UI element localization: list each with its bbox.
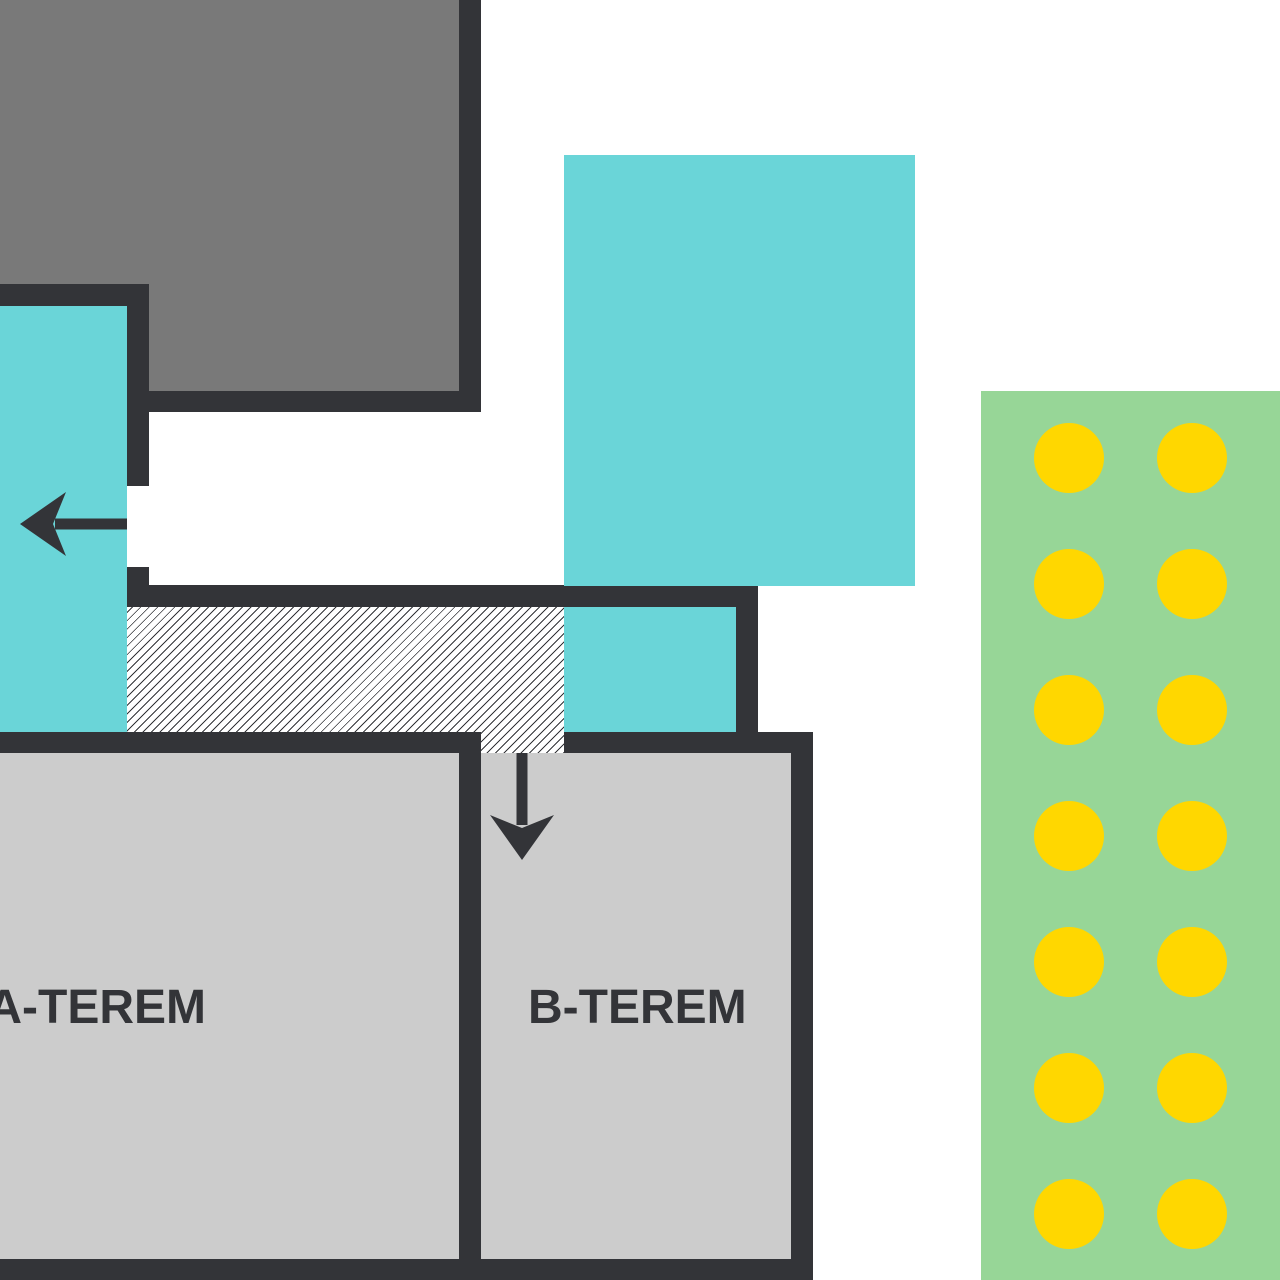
door-opening <box>127 486 149 567</box>
a-terem-top-wall <box>0 732 481 753</box>
a-b-divider-wall <box>459 732 481 1280</box>
seating-area <box>981 391 1280 1280</box>
circle-seat-icon <box>1034 927 1104 997</box>
corridor-top-wall <box>127 585 758 607</box>
right-cyan-room-lower <box>564 607 736 733</box>
left-cyan-right-wall-lower <box>127 567 149 587</box>
circle-seat-icon <box>1157 675 1227 745</box>
left-cyan-right-wall-upper <box>127 284 149 486</box>
circle-seat-icon <box>1034 1179 1104 1249</box>
corridor-right-wall <box>736 585 758 735</box>
circle-seat-icon <box>1157 1179 1227 1249</box>
b-terem-label: B-TEREM <box>528 981 747 1034</box>
circle-seat-icon <box>1157 549 1227 619</box>
circle-seat-icon <box>1034 675 1104 745</box>
circle-seat-icon <box>1157 801 1227 871</box>
circle-seat-icon <box>1034 423 1104 493</box>
bottom-wall <box>0 1259 813 1280</box>
circle-seat-icon <box>1034 801 1104 871</box>
dark-room-bottom-wall <box>138 391 481 412</box>
circle-seat-icon <box>1157 1053 1227 1123</box>
b-terem-top-wall <box>564 732 813 753</box>
hatched-corridor <box>127 607 564 753</box>
a-terem-label: A-TEREM <box>0 981 206 1034</box>
right-cyan-room <box>564 155 915 586</box>
left-cyan-top-wall <box>0 284 149 306</box>
a-terem-room <box>0 753 459 1259</box>
circle-seat-icon <box>1034 549 1104 619</box>
circle-seat-icon <box>1157 423 1227 493</box>
circle-seat-icon <box>1157 927 1227 997</box>
b-terem-right-wall <box>791 732 813 1280</box>
circle-seat-icon <box>1034 1053 1104 1123</box>
dark-room-right-wall <box>459 0 481 412</box>
